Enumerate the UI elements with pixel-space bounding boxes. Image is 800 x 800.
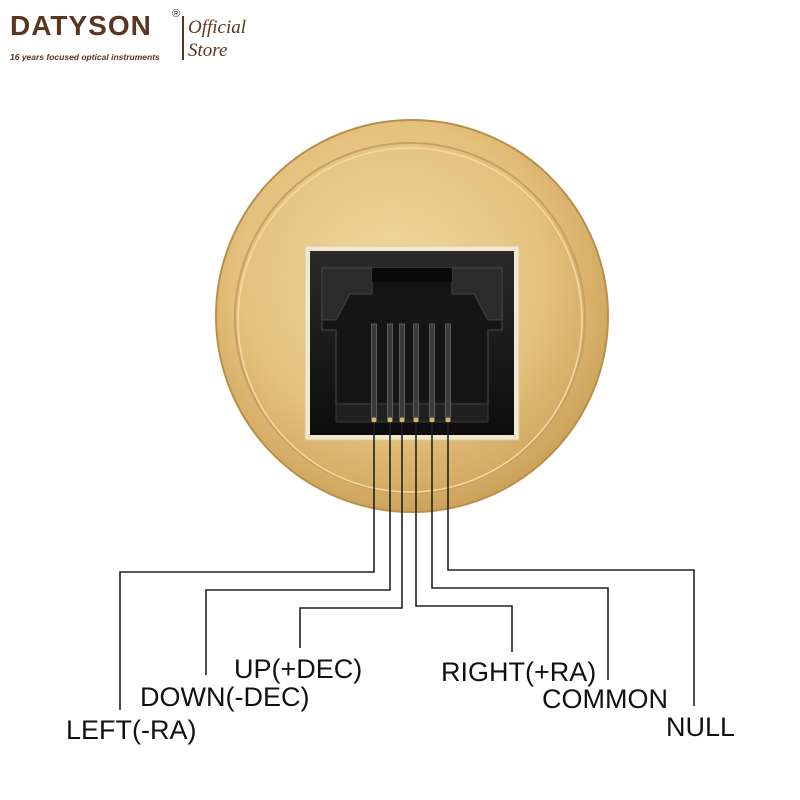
pin-label-right: RIGHT(+RA) <box>441 657 597 687</box>
pin-label-down: DOWN(-DEC) <box>140 682 310 712</box>
contact-tip-5 <box>429 417 435 423</box>
contact-tip-2 <box>387 417 393 423</box>
wire-null <box>447 422 695 706</box>
socket-contact-1 <box>371 323 377 419</box>
housing-inner-ring <box>234 142 586 494</box>
wire-right <box>415 422 513 652</box>
socket-contact-2 <box>387 323 393 419</box>
contact-tip-1 <box>371 417 377 423</box>
socket-contact-6 <box>445 323 451 419</box>
socket-contact-5 <box>429 323 435 419</box>
contact-tip-6 <box>445 417 451 423</box>
pin-label-common: COMMON <box>542 684 668 714</box>
wire-common <box>431 422 609 680</box>
socket-contact-4 <box>413 323 419 419</box>
socket-pins <box>371 323 451 423</box>
wire-down <box>205 422 391 675</box>
brand-tagline: 16 years focused optical instruments <box>10 52 160 62</box>
contact-tip-3 <box>399 417 405 423</box>
contact-tip-4 <box>413 417 419 423</box>
brand-store-text: Store <box>188 40 228 61</box>
brand-name: DATYSON <box>10 10 152 41</box>
brand-logo: DATYSON ® Official Store 16 years focuse… <box>8 8 248 68</box>
wire-up <box>299 422 403 648</box>
socket-top-slot <box>372 268 452 282</box>
brand-official-text: Official <box>188 17 247 38</box>
pin-label-up: UP(+DEC) <box>234 654 363 684</box>
housing-inner-ring-highlight <box>237 147 583 493</box>
pin-label-left: LEFT(-RA) <box>66 715 197 745</box>
pin-wires <box>119 422 695 710</box>
socket-bottom-ledge <box>335 403 489 423</box>
brand-divider <box>182 16 184 60</box>
wire-left <box>119 422 375 710</box>
pin-label-null: NULL <box>666 712 736 742</box>
socket-latch-right <box>451 267 503 321</box>
registered-mark: ® <box>172 8 181 20</box>
socket-contact-3 <box>399 323 405 419</box>
